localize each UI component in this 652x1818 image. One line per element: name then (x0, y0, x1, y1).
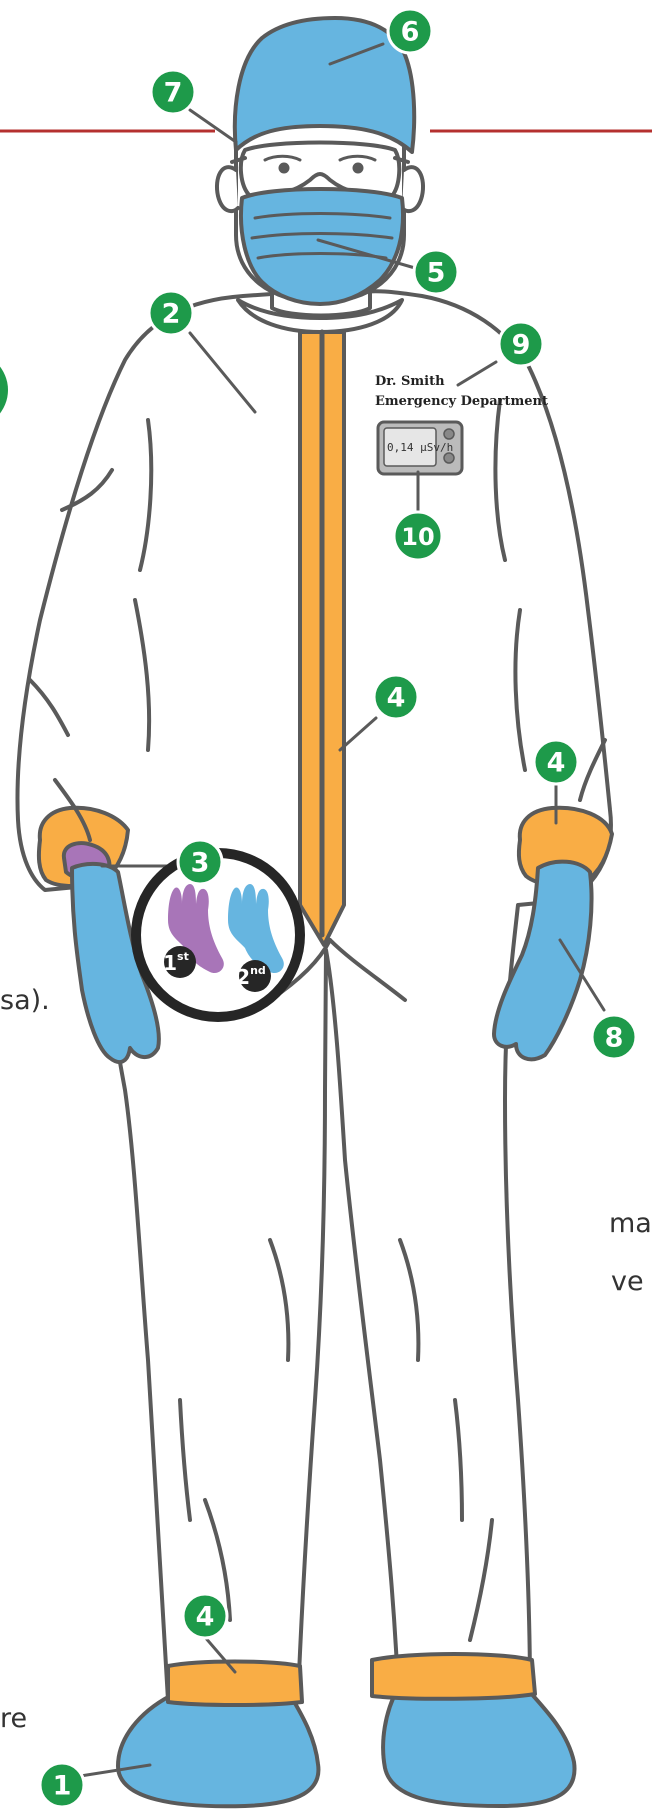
left-shoe-cover (118, 1696, 318, 1806)
marker-1: 1 (40, 1763, 84, 1807)
marker-7: 7 (151, 70, 195, 114)
marker-4-ankle: 4 (183, 1594, 227, 1638)
marker-9: 9 (499, 322, 543, 366)
marker-1-label: 1 (53, 1771, 72, 1802)
marker-2: 2 (149, 291, 193, 335)
marker-3-label: 3 (191, 848, 210, 879)
marker-4-zipper: 4 (374, 675, 418, 719)
marker-2-label: 2 (162, 299, 181, 330)
side-text-left-2: re (0, 1703, 27, 1734)
marker-8-label: 8 (605, 1023, 624, 1054)
right-shoe-cover (383, 1688, 574, 1806)
marker-3: 3 (178, 840, 222, 884)
right-ear (402, 167, 423, 211)
name-tag-line2: Emergency Department (375, 394, 548, 409)
marker-10: 10 (394, 512, 442, 560)
marker-5: 5 (414, 250, 458, 294)
marker-4-cuff-label: 4 (547, 748, 566, 779)
side-text-right-2: ve (611, 1266, 644, 1297)
marker-9-label: 9 (512, 330, 531, 361)
marker-8: 8 (592, 1015, 636, 1059)
marker-6: 6 (388, 9, 432, 53)
left-ankle-cuff (168, 1662, 302, 1706)
dosimeter-reading: 0,14 µSv/h (387, 441, 453, 454)
dosimeter: 0,14 µSv/h (378, 422, 462, 474)
side-text-right-1: ma (609, 1208, 652, 1239)
side-text-left-1: sa). (0, 985, 50, 1016)
marker-6-label: 6 (401, 17, 420, 48)
right-ankle-cuff (372, 1654, 535, 1699)
edge-green-circle (0, 352, 8, 428)
glove-inset: 1st 2nd (136, 853, 300, 1017)
marker-4-zipper-label: 4 (387, 683, 406, 714)
marker-4-cuff: 4 (534, 740, 578, 784)
marker-7-label: 7 (164, 78, 183, 109)
marker-10-label: 10 (401, 523, 434, 551)
name-tag-line1: Dr. Smith (375, 374, 445, 389)
left-ear (217, 167, 238, 211)
marker-4-ankle-label: 4 (196, 1602, 215, 1633)
marker-5-label: 5 (427, 258, 446, 289)
